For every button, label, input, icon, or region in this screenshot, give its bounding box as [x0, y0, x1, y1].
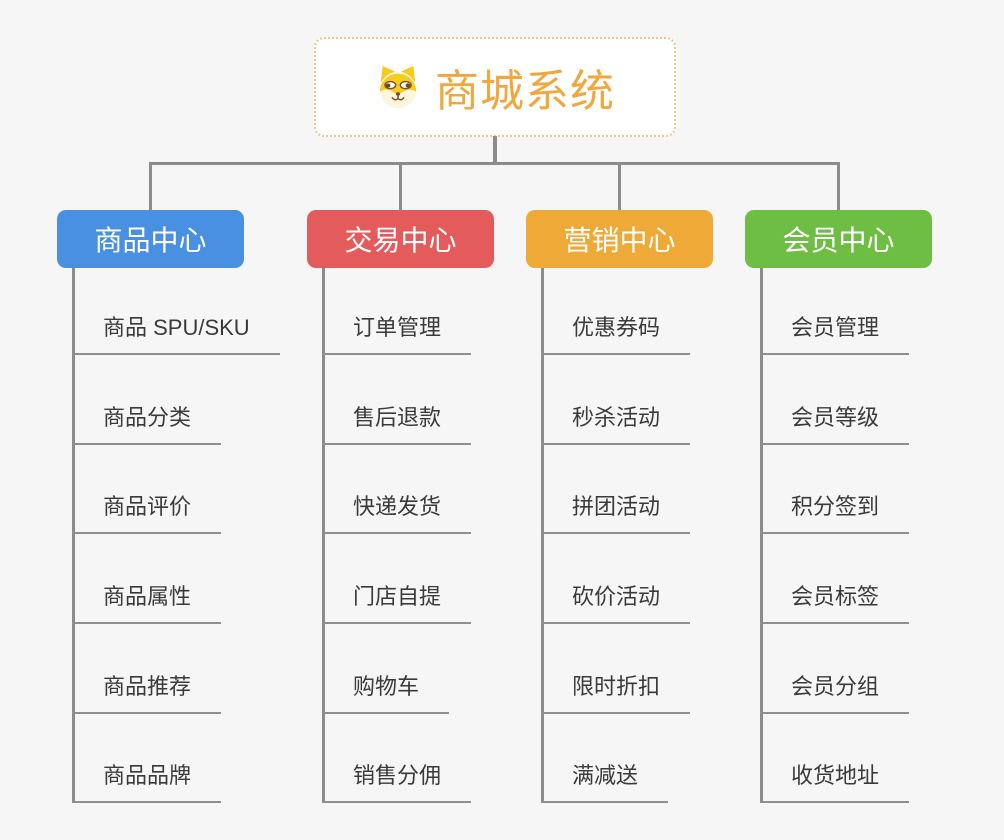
leaf-topic[interactable]: 满减送: [541, 761, 669, 803]
leaf-label: 售后退款: [353, 405, 442, 430]
drop-connector-trade: [399, 162, 402, 212]
leaf-label: 满减送: [572, 763, 639, 788]
leaf-topic[interactable]: 优惠券码: [541, 313, 691, 355]
branch-bus-connector: [149, 162, 839, 165]
leaf-label: 优惠券码: [572, 315, 661, 340]
leaf-label: 会员分组: [791, 674, 880, 699]
child-connector-line: [322, 268, 325, 803]
branch-node-product[interactable]: 商品中心: [57, 210, 244, 268]
leaf-label: 快递发货: [353, 494, 442, 519]
leaf-label: 砍价活动: [572, 584, 661, 609]
leaf-label: 销售分佣: [353, 763, 442, 788]
branch-column-marketing: 营销中心 优惠券码 秒杀活动 拼团活动 砍价活动 限时折扣 满减送: [526, 210, 713, 810]
leaf-topic[interactable]: 快递发货: [322, 492, 472, 534]
leaf-topic[interactable]: 商品分类: [72, 403, 222, 445]
leaf-topic[interactable]: 拼团活动: [541, 492, 691, 534]
leaf-label: 积分签到: [791, 494, 880, 519]
leaf-label: 会员标签: [791, 584, 880, 609]
leaf-topic[interactable]: 会员管理: [760, 313, 910, 355]
doge-icon: [379, 65, 417, 109]
drop-connector-product: [149, 162, 152, 212]
root-node[interactable]: 商城系统: [314, 37, 676, 137]
child-connector-line: [541, 268, 544, 803]
leaf-topic[interactable]: 砍价活动: [541, 582, 691, 624]
leaf-label: 秒杀活动: [572, 405, 661, 430]
child-connector-line: [72, 268, 75, 803]
leaf-label: 商品推荐: [103, 674, 192, 699]
leaf-label: 商品 SPU/SKU: [103, 315, 250, 340]
leaf-topic[interactable]: 商品评价: [72, 492, 222, 534]
leaf-label: 拼团活动: [572, 494, 661, 519]
leaf-topic[interactable]: 商品 SPU/SKU: [72, 313, 280, 355]
leaf-topic[interactable]: 积分签到: [760, 492, 910, 534]
leaf-label: 订单管理: [353, 315, 442, 340]
leaf-topic[interactable]: 售后退款: [322, 403, 472, 445]
leaf-label: 商品分类: [103, 405, 192, 430]
leaf-label: 限时折扣: [572, 674, 661, 699]
leaf-topic[interactable]: 收货地址: [760, 761, 910, 803]
branch-node-marketing[interactable]: 营销中心: [526, 210, 713, 268]
drop-connector-member: [837, 162, 840, 212]
drop-connector-marketing: [618, 162, 621, 212]
root-title: 商城系统: [435, 67, 615, 116]
leaf-topic[interactable]: 会员等级: [760, 403, 910, 445]
leaf-label: 会员管理: [791, 315, 880, 340]
branch-label: 会员中心: [782, 225, 895, 256]
branch-label: 商品中心: [94, 225, 207, 256]
leaf-topic[interactable]: 商品推荐: [72, 672, 222, 714]
branch-column-trade: 交易中心 订单管理 售后退款 快递发货 门店自提 购物车 销售分佣: [307, 210, 494, 810]
leaf-label: 会员等级: [791, 405, 880, 430]
leaf-topic[interactable]: 限时折扣: [541, 672, 691, 714]
leaf-topic[interactable]: 会员分组: [760, 672, 910, 714]
branch-column-member: 会员中心 会员管理 会员等级 积分签到 会员标签 会员分组 收货地址: [745, 210, 932, 810]
branch-column-product: 商品中心 商品 SPU/SKU 商品分类 商品评价 商品属性 商品推荐 商品品牌: [57, 210, 280, 810]
branch-node-trade[interactable]: 交易中心: [307, 210, 494, 268]
leaf-topic[interactable]: 订单管理: [322, 313, 472, 355]
leaf-topic[interactable]: 会员标签: [760, 582, 910, 624]
leaf-label: 商品属性: [103, 584, 192, 609]
leaf-topic[interactable]: 门店自提: [322, 582, 472, 624]
leaf-topic[interactable]: 商品属性: [72, 582, 222, 624]
branch-label: 营销中心: [563, 225, 676, 256]
leaf-label: 购物车: [353, 674, 420, 699]
root-stem-connector: [493, 136, 497, 165]
leaf-label: 门店自提: [353, 584, 442, 609]
child-connector-line: [760, 268, 763, 803]
branch-node-member[interactable]: 会员中心: [745, 210, 932, 268]
leaf-label: 商品品牌: [103, 763, 192, 788]
leaf-label: 收货地址: [791, 763, 880, 788]
leaf-topic[interactable]: 销售分佣: [322, 761, 472, 803]
leaf-topic[interactable]: 秒杀活动: [541, 403, 691, 445]
branch-label: 交易中心: [344, 225, 457, 256]
leaf-label: 商品评价: [103, 494, 192, 519]
leaf-topic[interactable]: 购物车: [322, 672, 450, 714]
leaf-topic[interactable]: 商品品牌: [72, 761, 222, 803]
